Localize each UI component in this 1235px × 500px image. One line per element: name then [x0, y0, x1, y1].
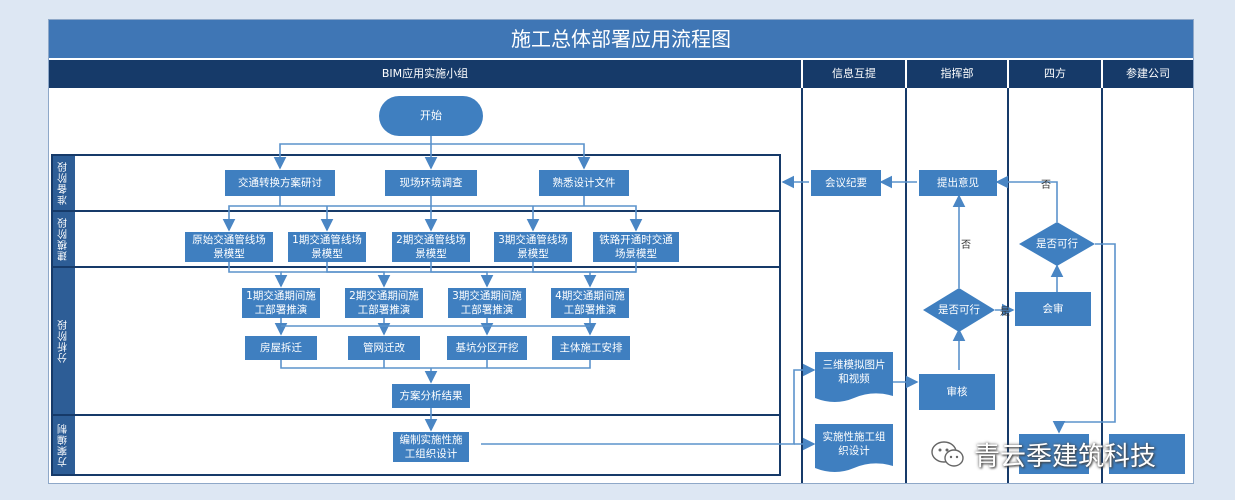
node-analysis-phase4: 4期交通期间施工部署推演: [551, 288, 629, 318]
node-analysis-phase3: 3期交通期间施工部署推演: [448, 288, 526, 318]
lane-header-contractors: 参建公司: [1103, 60, 1193, 88]
flow-connectors: [222, 136, 1116, 472]
node-meeting-minutes: 会议纪要: [811, 170, 881, 196]
node-simulation-media: 三维模拟图片和视频: [822, 359, 886, 385]
node-prepare-design: 编制实施性施工组织设计: [393, 432, 469, 462]
node-model-phase2: 2期交通管线场景模型: [392, 232, 470, 262]
chart-title: 施工总体部署应用流程图: [49, 20, 1193, 58]
node-model-phase3: 3期交通管线场景模型: [494, 232, 572, 262]
decision-diamond-1: [923, 288, 995, 332]
node-audit: 审核: [919, 374, 995, 410]
lane-header-four-parties: 四方: [1009, 60, 1101, 88]
flowchart-frame: 施工总体部署应用流程图 BIM应用实施小组 信息互提 指挥部 四方 参建公司 准…: [48, 19, 1194, 484]
node-propose-opinion: 提出意见: [919, 170, 997, 196]
lane-header-info: 信息互提: [803, 60, 905, 88]
edge-label-no-2: 否: [1041, 180, 1051, 191]
node-main-construction: 主体施工安排: [552, 336, 630, 360]
node-feasible-2: 是否可行: [1036, 238, 1078, 250]
wechat-icon: [931, 441, 964, 467]
node-feasible-1: 是否可行: [938, 304, 980, 316]
node-analysis-phase1: 1期交通期间施工部署推演: [242, 288, 320, 318]
decision-diamond-2: [1019, 222, 1095, 266]
edge-label-no-1: 否: [961, 240, 971, 251]
node-review-meeting: 会审: [1015, 292, 1091, 326]
start-node: 开始: [379, 96, 483, 136]
watermark: 青云季建筑科技: [930, 436, 1200, 472]
node-traffic-plan: 交通转换方案研讨: [225, 170, 335, 196]
lane-divider: [905, 88, 907, 483]
phase-box-plan: [51, 414, 781, 476]
lane-divider: [1007, 88, 1009, 483]
edge-label-yes-1: 是: [1000, 307, 1010, 318]
node-implementation-design: 实施性施工组织设计: [822, 431, 886, 457]
node-contractor-bottom: [1109, 434, 1185, 474]
node-model-phase1: 1期交通管线场景模型: [288, 232, 366, 262]
doc-shape-impl: [815, 424, 893, 472]
lane-divider: [1101, 88, 1103, 483]
node-model-original: 原始交通管线场景模型: [185, 232, 273, 262]
node-analysis-phase2: 2期交通期间施工部署推演: [345, 288, 423, 318]
node-site-survey: 现场环境调查: [385, 170, 477, 196]
doc-shape-sim: [815, 352, 893, 402]
node-pit-excavation: 基坑分区开挖: [447, 336, 527, 360]
node-demolition: 房屋拆迁: [245, 336, 317, 360]
node-design-docs: 熟悉设计文件: [539, 170, 629, 196]
lane-header-command: 指挥部: [907, 60, 1007, 88]
lane-header-bim: BIM应用实施小组: [49, 60, 801, 88]
lane-divider: [801, 88, 803, 483]
node-four-parties-bottom: [1019, 434, 1089, 474]
node-analysis-result: 方案分析结果: [392, 384, 470, 408]
node-model-railway: 铁路开通时交通场景模型: [593, 232, 679, 262]
watermark-text: 青云季建筑科技: [974, 441, 1157, 472]
node-pipe-relocation: 管网迁改: [348, 336, 420, 360]
